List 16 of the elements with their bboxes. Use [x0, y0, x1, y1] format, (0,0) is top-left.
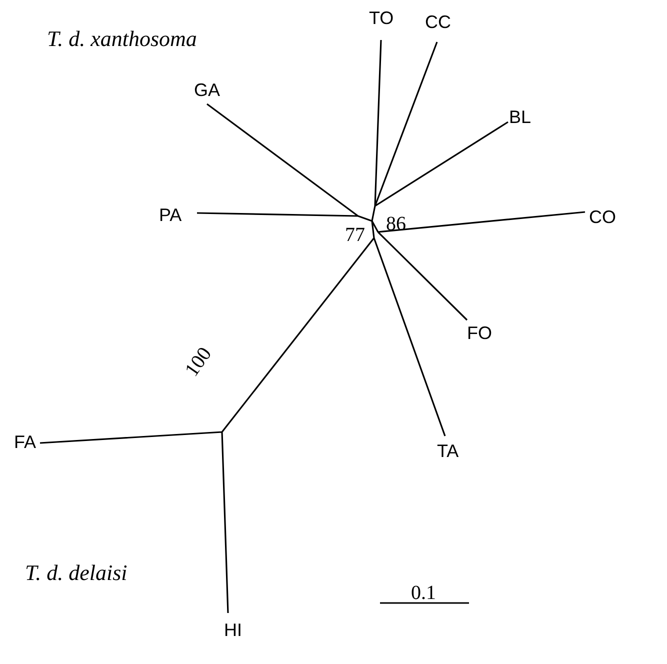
bootstrap-value: 100 [182, 344, 216, 380]
leaf-label: HI [224, 621, 242, 639]
scale-value: 0.1 [411, 583, 436, 603]
bootstrap-value: 77 [345, 225, 365, 245]
leaf-label: PA [159, 206, 182, 224]
leaf-label: TA [437, 442, 459, 460]
leaf-label: TO [369, 9, 394, 27]
bootstrap-value: 86 [386, 214, 406, 234]
leaf-label: GA [194, 81, 220, 99]
leaf-label: CC [425, 13, 451, 31]
taxon-group-label: T. d. delaisi [25, 562, 128, 584]
leaf-label: FO [467, 324, 492, 342]
leaf-label: FA [14, 433, 36, 451]
leaf-label: CO [589, 208, 616, 226]
leaf-label: BL [509, 108, 532, 126]
taxon-group-label: T. d. xanthosoma [47, 28, 197, 50]
